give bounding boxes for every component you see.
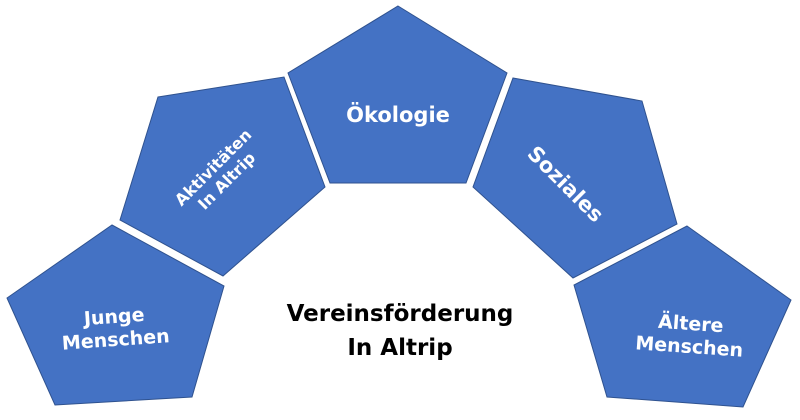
diagram-title: Vereinsförderung In Altrip [240,297,560,365]
segment-label-aeltere-menschen: Ältere Menschen [629,309,752,363]
pentagon-oekologie [287,5,508,184]
title-line-2: In Altrip [347,335,453,361]
segment-label-junge-menschen: Junge Menschen [59,302,172,355]
pentagon-junge-menschen [6,224,225,406]
segment-label-oekologie: Ökologie [338,103,458,128]
pentagon-aktivitaeten [119,76,326,277]
pentagon-soziales [472,77,678,279]
title-line-1: Vereinsförderung [286,301,514,327]
pentagon-aeltere-menschen [573,225,792,408]
label-line: Ökologie [346,103,450,127]
